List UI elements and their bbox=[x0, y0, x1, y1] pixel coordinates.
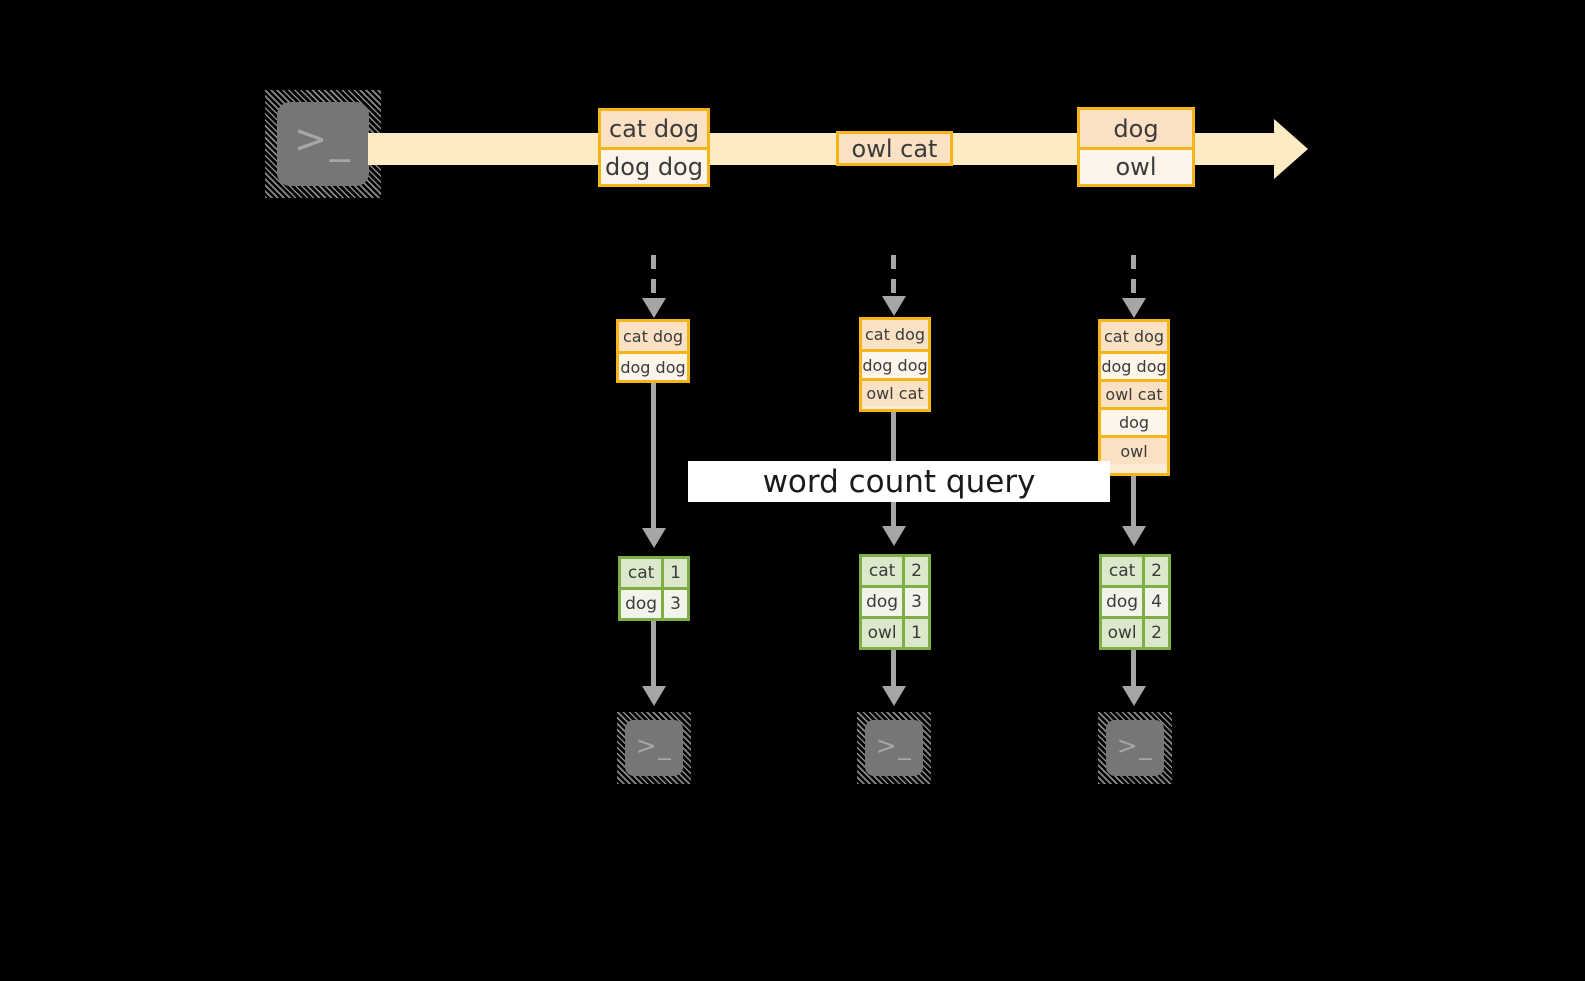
state-snapshot-3[interactable]: cat dog dog dog owl cat dog owl bbox=[1098, 319, 1170, 476]
terminal-prompt-glyph: >_ bbox=[1116, 730, 1154, 760]
result-to-sink-connector-1 bbox=[651, 621, 656, 689]
state-line: cat dog bbox=[862, 320, 928, 349]
stream-record-line: owl cat bbox=[839, 134, 950, 163]
result-word: dog bbox=[1102, 588, 1143, 616]
result-to-sink-arrowhead-1 bbox=[642, 686, 666, 706]
state-line: cat dog bbox=[619, 322, 687, 351]
stream-record-line: dog bbox=[1080, 110, 1192, 147]
stream-record-line: dog dog bbox=[601, 147, 707, 184]
result-row: dog 3 bbox=[621, 587, 687, 618]
state-line: cat dog bbox=[1101, 322, 1167, 351]
result-word: cat bbox=[1102, 557, 1143, 585]
result-word: owl bbox=[862, 619, 903, 647]
result-row: dog 3 bbox=[862, 585, 928, 616]
source-terminal-icon: >_ bbox=[265, 90, 381, 198]
result-table-1[interactable]: cat 1 dog 3 bbox=[618, 556, 690, 621]
state-to-result-connector-1 bbox=[651, 383, 656, 531]
state-line: dog dog bbox=[619, 351, 687, 380]
stream-to-state-connector-3 bbox=[1131, 255, 1136, 301]
state-to-result-arrowhead-2 bbox=[882, 526, 906, 546]
stream-record-2[interactable]: owl cat bbox=[836, 131, 953, 166]
state-to-result-connector-3 bbox=[1131, 476, 1136, 529]
result-count: 2 bbox=[902, 557, 928, 585]
state-to-result-arrowhead-3 bbox=[1122, 526, 1146, 546]
stream-to-state-connector-2 bbox=[891, 255, 896, 301]
result-table-2[interactable]: cat 2 dog 3 owl 1 bbox=[859, 554, 931, 650]
sink-terminal-icon-2: >_ bbox=[857, 712, 931, 784]
result-table-3[interactable]: cat 2 dog 4 owl 2 bbox=[1099, 554, 1171, 650]
result-row: cat 2 bbox=[862, 557, 928, 585]
query-label: word count query bbox=[688, 461, 1110, 502]
terminal-body bbox=[625, 720, 683, 776]
stream-record-3[interactable]: dog owl bbox=[1077, 107, 1195, 187]
terminal-prompt-glyph: >_ bbox=[293, 116, 353, 163]
terminal-body bbox=[277, 102, 369, 186]
state-line: owl bbox=[1101, 435, 1167, 464]
state-line: dog dog bbox=[1101, 351, 1167, 379]
result-word: owl bbox=[1102, 619, 1143, 647]
stream-to-state-arrowhead-1 bbox=[642, 298, 666, 318]
result-count: 2 bbox=[1142, 557, 1168, 585]
result-to-sink-connector-3 bbox=[1131, 650, 1136, 689]
stream-to-state-arrowhead-3 bbox=[1122, 298, 1146, 318]
terminal-body bbox=[865, 720, 923, 776]
result-count: 4 bbox=[1142, 588, 1168, 616]
stream-record-line: cat dog bbox=[601, 111, 707, 147]
result-row: cat 1 bbox=[621, 559, 687, 587]
result-count: 1 bbox=[661, 559, 687, 587]
stream-to-state-connector-1 bbox=[651, 255, 656, 301]
state-line: dog bbox=[1101, 407, 1167, 435]
result-count: 2 bbox=[1142, 619, 1168, 647]
terminal-prompt-glyph: >_ bbox=[875, 730, 913, 760]
terminal-body bbox=[1106, 720, 1164, 776]
state-to-result-arrowhead-1 bbox=[642, 528, 666, 548]
state-line: dog dog bbox=[862, 349, 928, 378]
stream-record-1[interactable]: cat dog dog dog bbox=[598, 108, 710, 187]
state-line: owl cat bbox=[862, 378, 928, 406]
result-count: 3 bbox=[902, 588, 928, 616]
result-word: dog bbox=[621, 590, 662, 618]
result-word: dog bbox=[862, 588, 903, 616]
result-word: cat bbox=[621, 559, 662, 587]
sink-terminal-icon-3: >_ bbox=[1098, 712, 1172, 784]
result-row: dog 4 bbox=[1102, 585, 1168, 616]
terminal-prompt-glyph: >_ bbox=[635, 730, 673, 760]
result-word: cat bbox=[862, 557, 903, 585]
stream-to-state-arrowhead-2 bbox=[882, 296, 906, 316]
state-snapshot-1[interactable]: cat dog dog dog bbox=[616, 319, 690, 383]
state-snapshot-2[interactable]: cat dog dog dog owl cat bbox=[859, 317, 931, 412]
result-to-sink-arrowhead-2 bbox=[882, 686, 906, 706]
result-row: owl 1 bbox=[862, 616, 928, 647]
result-to-sink-arrowhead-3 bbox=[1122, 686, 1146, 706]
result-count: 3 bbox=[661, 590, 687, 618]
result-row: cat 2 bbox=[1102, 557, 1168, 585]
state-line: owl cat bbox=[1101, 379, 1167, 407]
stream-arrow-head bbox=[1274, 119, 1308, 179]
result-to-sink-connector-2 bbox=[891, 650, 896, 689]
result-count: 1 bbox=[902, 619, 928, 647]
sink-terminal-icon-1: >_ bbox=[617, 712, 691, 784]
stream-record-line: owl bbox=[1080, 147, 1192, 184]
result-row: owl 2 bbox=[1102, 616, 1168, 647]
